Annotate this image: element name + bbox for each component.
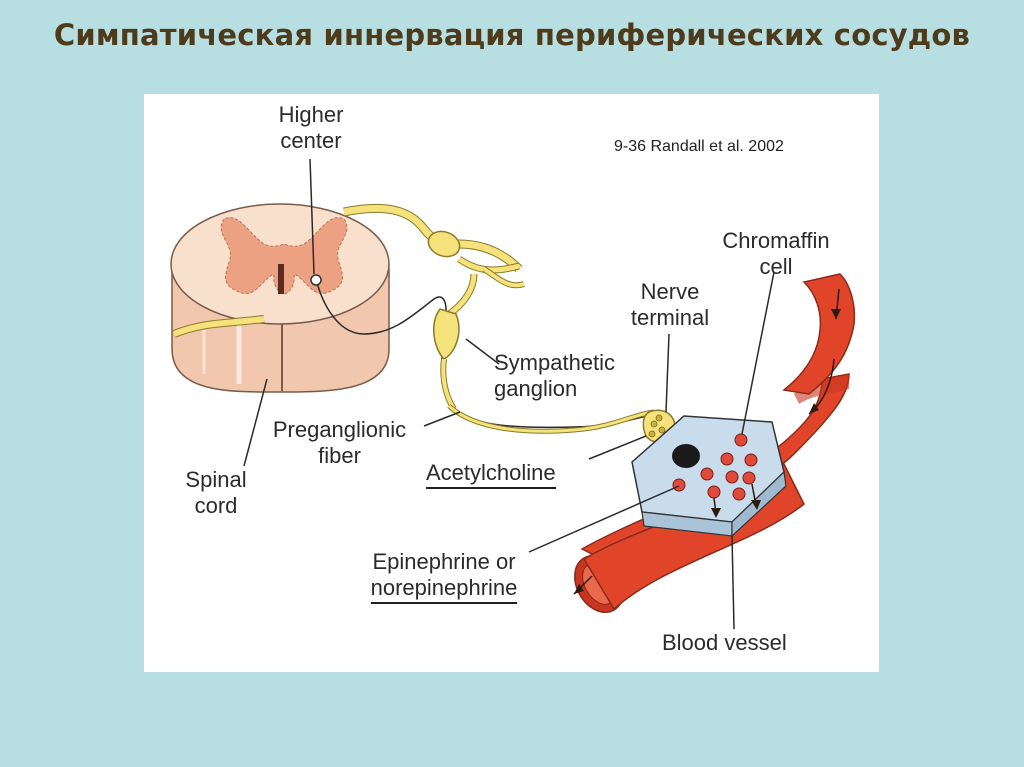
- label-spinal-cord-line1: Spinal: [185, 467, 247, 492]
- vesicles: [672, 433, 758, 501]
- chromaffin-cell: [631, 415, 787, 538]
- label-epinephrine: Epinephrine or norepinephrine: [344, 549, 544, 604]
- slide-title: Симпатическая иннервация периферических …: [53, 18, 971, 52]
- label-higher-center: Higher center: [256, 102, 366, 154]
- nerve-roots: [172, 203, 525, 338]
- label-chromaffin-line1: Chromaffin: [722, 228, 830, 253]
- figure-panel: Higher center 9-36 Randall et al. 2002 C…: [144, 94, 879, 672]
- label-epinephrine-line2: norepinephrine: [344, 575, 544, 604]
- higher-center-neuron: [310, 274, 322, 286]
- label-nerve-terminal-line1: Nerve: [640, 279, 700, 304]
- label-higher-center-line2: center: [280, 128, 342, 153]
- spinal-cord-shape: [170, 203, 390, 393]
- label-epinephrine-line1: Epinephrine or: [372, 549, 516, 574]
- label-preganglionic-line2: fiber: [318, 443, 361, 468]
- label-preganglionic-line1: Preganglionic: [272, 417, 407, 442]
- sympathetic-innervation-diagram: [170, 158, 856, 630]
- label-chromaffin-line2: cell: [759, 254, 793, 279]
- label-higher-center-line1: Higher: [278, 102, 344, 127]
- label-sympathetic-ganglion-line2: ganglion: [494, 376, 578, 401]
- label-nerve-terminal-line2: terminal: [630, 305, 710, 330]
- label-sympathetic-ganglion-line1: Sympathetic: [494, 350, 616, 375]
- label-spinal-cord: Spinal cord: [166, 467, 266, 519]
- label-acetylcholine: Acetylcholine: [426, 460, 556, 489]
- label-nerve-terminal: Nerve terminal: [610, 279, 730, 331]
- label-sympathetic-ganglion: Sympathetic ganglion: [494, 350, 615, 402]
- label-chromaffin-cell: Chromaffin cell: [706, 228, 846, 280]
- figure-citation: 9-36 Randall et al. 2002: [614, 138, 784, 155]
- leader-lines: [243, 158, 775, 630]
- label-norepinephrine-text: norepinephrine: [370, 575, 518, 604]
- label-blood-vessel: Blood vessel: [662, 630, 787, 655]
- sympathetic-ganglion: [433, 308, 655, 434]
- label-acetylcholine-text: Acetylcholine: [426, 460, 556, 489]
- label-spinal-cord-line2: cord: [194, 493, 238, 518]
- label-preganglionic-fiber: Preganglionic fiber: [252, 417, 427, 469]
